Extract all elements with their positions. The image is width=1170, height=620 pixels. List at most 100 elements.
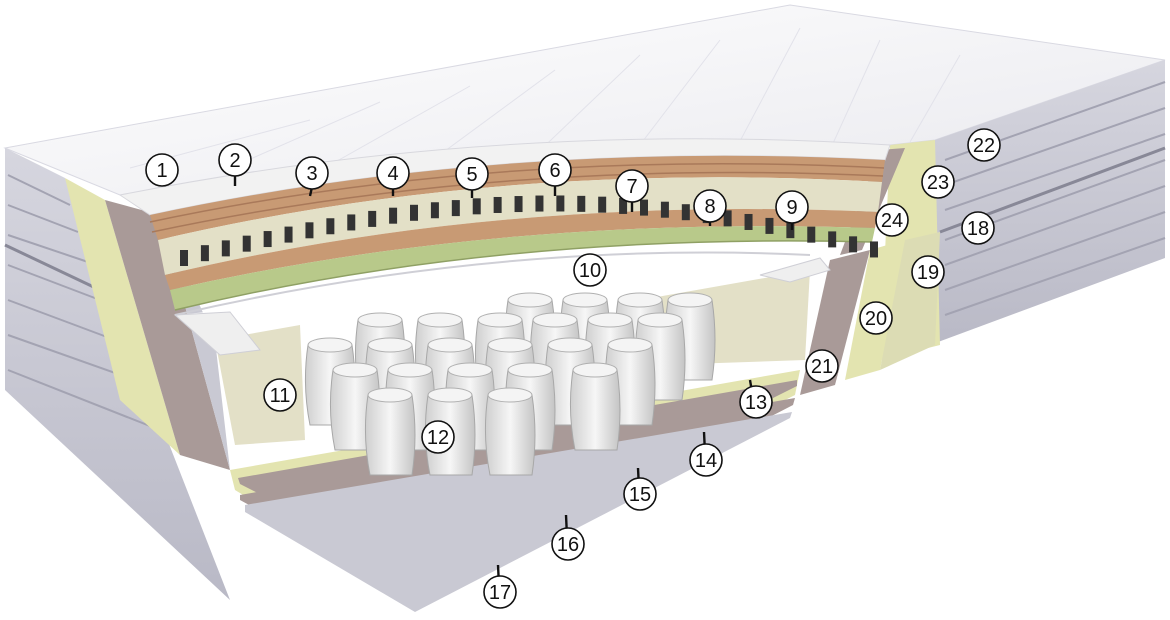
callout-number: 15	[629, 484, 651, 506]
foam-cell	[514, 196, 523, 213]
foam-cell	[451, 200, 460, 217]
callout-circle	[573, 253, 607, 287]
callout-number: 20	[865, 308, 887, 330]
foam-cell	[681, 204, 690, 221]
callout-number: 8	[704, 196, 715, 218]
callout-5: 5	[455, 157, 489, 198]
foam-cell	[807, 226, 816, 243]
callout-21: 21	[805, 349, 839, 383]
callout-number: 1	[156, 160, 167, 182]
callout-circle	[623, 477, 657, 511]
callout-16: 16	[551, 514, 585, 561]
callout-24: 24	[875, 203, 909, 237]
foam-cell	[765, 217, 774, 234]
callout-circle	[875, 203, 909, 237]
foam-cell	[660, 201, 669, 218]
callout-6: 6	[538, 153, 572, 196]
foam-cell	[828, 231, 837, 248]
pocket-springs	[304, 292, 716, 476]
foam-cells	[180, 195, 878, 266]
callout-number: 16	[557, 534, 579, 556]
callout-circle	[689, 443, 723, 477]
callout-4: 4	[376, 156, 410, 196]
callout-circle	[421, 420, 455, 454]
pocket-spring	[484, 387, 536, 476]
callout-circle	[218, 143, 252, 177]
callout-number: 2	[229, 150, 240, 172]
callout-22: 22	[967, 128, 1001, 162]
callout-number: 24	[881, 210, 903, 232]
foam-cell	[180, 250, 188, 266]
callout-circle	[967, 128, 1001, 162]
callout-circle	[263, 378, 297, 412]
callout-number: 3	[306, 163, 317, 185]
pocket-spring	[364, 387, 416, 476]
callout-circle	[859, 301, 893, 335]
callout-11: 11	[263, 378, 297, 412]
callout-number: 10	[579, 260, 601, 282]
callout-number: 6	[549, 160, 560, 182]
foam-cell	[577, 195, 586, 212]
foam-cell	[347, 214, 356, 231]
callout-circle	[551, 527, 585, 561]
callout-number: 21	[811, 356, 833, 378]
callout-number: 23	[927, 172, 949, 194]
callout-7: 7	[615, 169, 649, 212]
pocket-spring	[569, 362, 621, 451]
foam-cell	[619, 197, 628, 214]
callout-circle	[921, 165, 955, 199]
callout-number: 22	[973, 135, 995, 157]
foam-cell	[305, 222, 314, 239]
callout-13: 13	[739, 379, 773, 419]
foam-cell	[556, 195, 565, 212]
foam-cell	[242, 235, 251, 252]
callout-number: 18	[967, 218, 989, 240]
callout-number: 4	[387, 163, 398, 185]
callout-number: 19	[917, 262, 939, 284]
callout-circle	[693, 189, 727, 223]
callout-number: 13	[745, 392, 767, 414]
callout-circle	[145, 153, 179, 187]
callout-circle	[775, 190, 809, 224]
callout-8: 8	[693, 189, 727, 226]
callout-circle	[538, 153, 572, 187]
lower-foam-base	[230, 370, 800, 612]
foam-cell	[326, 218, 335, 235]
foam-cell	[640, 199, 648, 216]
callout-15: 15	[623, 467, 657, 511]
callout-number: 12	[427, 427, 449, 449]
callout-circle	[483, 575, 517, 609]
callout-number: 5	[466, 164, 477, 186]
callout-circle	[295, 156, 329, 190]
foam-cell	[389, 207, 398, 224]
callout-10: 10	[573, 253, 607, 287]
callout-12: 12	[421, 420, 455, 454]
callout-number: 7	[626, 176, 637, 198]
callout-circle	[376, 156, 410, 190]
foam-cell	[535, 195, 544, 212]
callout-1: 1	[145, 153, 179, 187]
foam-cell	[284, 226, 293, 243]
callout-14: 14	[689, 431, 723, 477]
foam-cell	[723, 210, 732, 227]
callout-number: 14	[695, 450, 717, 472]
foam-cell	[849, 236, 858, 253]
callout-23: 23	[921, 165, 955, 199]
callout-circle	[615, 169, 649, 203]
foam-cell	[263, 231, 272, 248]
foam-cell	[870, 241, 878, 258]
foam-cell	[410, 204, 418, 221]
callout-number: 9	[786, 197, 797, 219]
foam-cell	[472, 198, 481, 215]
foam-cell	[200, 245, 209, 262]
callout-9: 9	[775, 190, 809, 230]
callout-number: 17	[489, 582, 511, 604]
callout-circle	[961, 211, 995, 245]
callout-number: 11	[270, 385, 291, 407]
callout-3: 3	[295, 156, 329, 197]
foam-cell	[493, 196, 502, 213]
foam-cell	[786, 222, 795, 239]
callout-circle	[805, 349, 839, 383]
